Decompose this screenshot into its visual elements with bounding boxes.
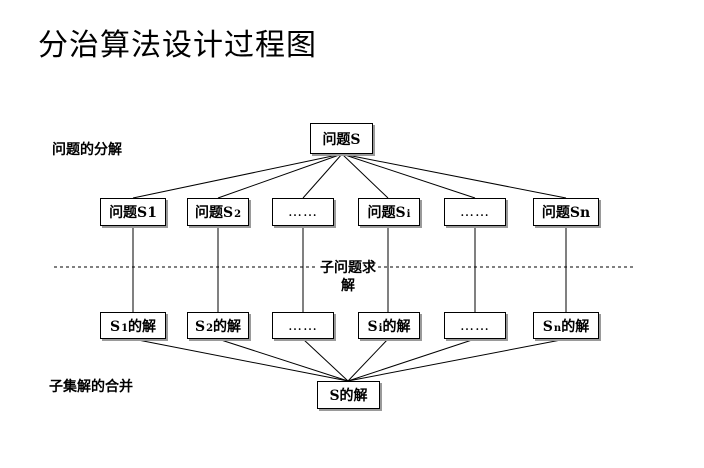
connector-line: [132, 153, 343, 199]
solve-label-line-2: 解: [341, 278, 355, 294]
solution-label: ……: [288, 317, 318, 334]
solution-tail: 的解: [561, 318, 590, 335]
connector-line: [302, 338, 349, 382]
solution-subscript: i: [378, 322, 383, 334]
connector-line: [217, 153, 343, 199]
solve-label: 子问题求 解: [318, 259, 378, 295]
connector-line: [341, 153, 476, 199]
solution-tail: 的解: [213, 318, 242, 335]
result-box: S的解: [317, 381, 380, 409]
root-problem-box: 问题S: [310, 123, 373, 154]
subproblem-subscript: i: [406, 209, 411, 220]
solution-label: S: [109, 318, 121, 335]
connector-line: [341, 153, 567, 199]
subproblem-box-ellipsis: ……: [444, 198, 506, 226]
subproblem-label: 问题S: [194, 205, 234, 221]
solution-label: ……: [460, 317, 490, 334]
solution-subscript: n: [553, 322, 562, 334]
connector-line: [302, 153, 343, 199]
subproblem-label: ……: [288, 204, 318, 220]
solution-subscript: 1: [121, 322, 129, 334]
subproblem-box-ellipsis: ……: [272, 198, 334, 226]
solve-label-line-1: 子问题求: [320, 260, 376, 276]
connector-line: [347, 338, 567, 382]
connector-line: [347, 338, 476, 382]
solution-label: S: [542, 318, 553, 335]
merge-label: 子集解的合并: [49, 379, 133, 395]
subproblem-box: 问题Sn: [533, 198, 599, 226]
subproblem-label: ……: [460, 204, 490, 220]
solution-subscript: 2: [206, 322, 214, 334]
subproblem-label: 问题Sn: [541, 205, 591, 221]
root-problem-label: 问题S: [322, 131, 361, 148]
subproblem-label: 问题S: [367, 205, 406, 221]
solution-tail: 的解: [128, 318, 157, 335]
subproblem-subscript: 2: [234, 209, 242, 220]
connector-line: [341, 153, 389, 199]
decompose-label: 问题的分解: [52, 142, 122, 158]
solution-label: S: [367, 318, 378, 335]
connector-line: [132, 338, 349, 382]
result-label: S的解: [329, 388, 368, 404]
solution-box-ellipsis: ……: [444, 312, 506, 339]
solution-tail: 的解: [382, 318, 411, 335]
connector-line: [217, 338, 349, 382]
solution-label: S: [194, 318, 206, 335]
subproblem-label: 问题S: [109, 205, 148, 221]
subproblem-tail: 1: [147, 205, 157, 221]
connector-line: [347, 338, 389, 382]
page-title: 分治算法设计过程图: [38, 28, 317, 63]
solution-box-ellipsis: ……: [272, 312, 334, 339]
